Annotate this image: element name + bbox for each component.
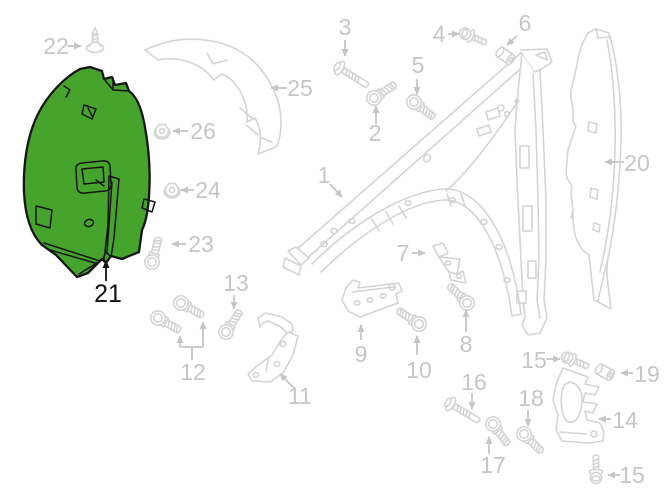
part-trim-strip-20[interactable] <box>565 28 622 310</box>
callout-label-23[interactable]: 23 <box>188 231 214 257</box>
callout-label-11[interactable]: 11 <box>288 383 312 409</box>
callout-label-25[interactable]: 25 <box>287 75 313 101</box>
callout-label-13[interactable]: 13 <box>223 270 249 296</box>
part-bracket-9[interactable] <box>341 279 403 318</box>
callout-label-8[interactable]: 8 <box>460 331 473 357</box>
callout-label-12[interactable]: 12 <box>180 359 206 385</box>
callout-label-15b[interactable]: 15 <box>619 462 645 488</box>
grommet-clip-icon-19[interactable] <box>593 361 617 383</box>
bolt-icon-17[interactable] <box>482 413 515 450</box>
callout-label-10[interactable]: 10 <box>406 357 432 383</box>
callout-label-16[interactable]: 16 <box>461 369 487 395</box>
callout-arrow-1 <box>329 183 343 198</box>
callout-label-26[interactable]: 26 <box>190 118 216 144</box>
callout-arrows <box>67 30 633 479</box>
callout-label-4[interactable]: 4 <box>433 21 446 47</box>
fender-liner-body[interactable] <box>22 65 151 279</box>
callout-label-20[interactable]: 20 <box>624 150 650 176</box>
callout-label-7[interactable]: 7 <box>397 240 410 266</box>
callout-label-24[interactable]: 24 <box>195 177 221 203</box>
part-bracket-11[interactable] <box>247 312 299 383</box>
part-bracket-14[interactable] <box>552 367 605 444</box>
callout-label-6[interactable]: 6 <box>519 10 532 36</box>
callout-21-selected: 21 <box>94 260 122 308</box>
bolt-icon-12b[interactable] <box>170 292 208 323</box>
bolt-icon-18[interactable] <box>513 423 548 458</box>
push-pin-icon-22[interactable] <box>85 26 105 54</box>
bolt-icon-12a[interactable] <box>147 307 185 338</box>
callout-label-2[interactable]: 2 <box>369 120 382 146</box>
callout-arrow-6 <box>506 35 518 46</box>
part-arch-liner-25[interactable] <box>144 38 282 155</box>
callout-label-14[interactable]: 14 <box>612 407 638 433</box>
callout-label-18[interactable]: 18 <box>518 385 544 411</box>
bolt-icon-3[interactable] <box>330 57 373 93</box>
callout-label-19[interactable]: 19 <box>634 361 660 387</box>
screw-icon-15b[interactable] <box>588 454 604 485</box>
callout-arrow-11 <box>279 373 296 390</box>
bolt-icon-13[interactable] <box>215 306 248 343</box>
nut-icon-26[interactable] <box>153 123 171 140</box>
bolt-icon-8[interactable] <box>443 279 478 314</box>
part-fender-1[interactable] <box>282 48 553 336</box>
bolt-icon-2[interactable] <box>363 77 401 109</box>
bolt-icon-23[interactable] <box>142 234 167 272</box>
callout-label-17[interactable]: 17 <box>480 452 506 478</box>
bolt-icon-10[interactable] <box>392 303 430 335</box>
callout-label-5[interactable]: 5 <box>412 52 425 78</box>
nut-icon-24[interactable] <box>163 182 181 199</box>
callout-label-9[interactable]: 9 <box>355 341 368 367</box>
screw-icon-4[interactable] <box>456 24 490 50</box>
part-fender-liner-21[interactable] <box>22 65 156 279</box>
callout-label-15a[interactable]: 15 <box>521 347 547 373</box>
callout-label-22[interactable]: 22 <box>43 33 69 59</box>
bolt-icon-5[interactable] <box>403 91 440 125</box>
callout-label-3[interactable]: 3 <box>339 14 352 40</box>
bolt-icon-16[interactable] <box>441 393 484 429</box>
part-bracket-7[interactable] <box>432 242 467 284</box>
callout-arrow-12 <box>180 346 203 360</box>
grommet-clip-icon-6[interactable] <box>493 44 518 67</box>
callout-label-1[interactable]: 1 <box>318 162 331 188</box>
callout-label-21[interactable]: 21 <box>94 280 122 308</box>
